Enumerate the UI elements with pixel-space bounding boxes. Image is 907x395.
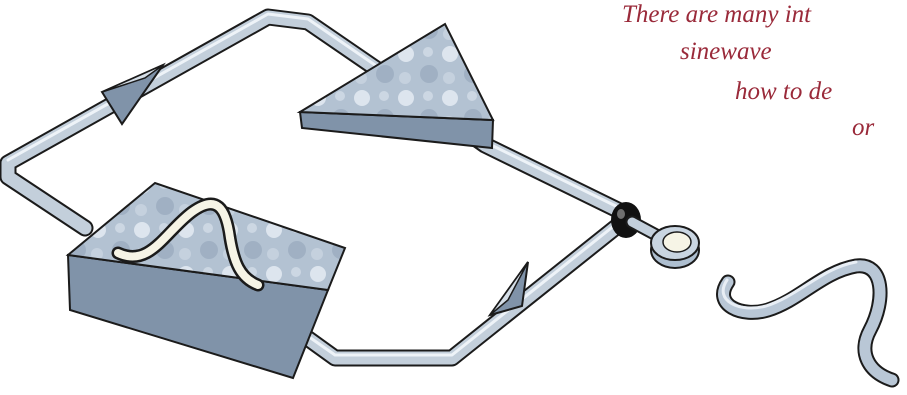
sinewave-output-ribbon xyxy=(723,262,892,380)
filter-block-with-sinewave xyxy=(68,183,345,378)
caption-line-1: There are many int xyxy=(622,0,811,30)
caption-line-2: sinewave xyxy=(680,37,772,67)
caption-line-3: how to de xyxy=(735,77,832,107)
output-ring xyxy=(651,226,699,268)
caption-line-4: or xyxy=(852,113,874,143)
direction-arrow-upper-left xyxy=(102,65,163,124)
